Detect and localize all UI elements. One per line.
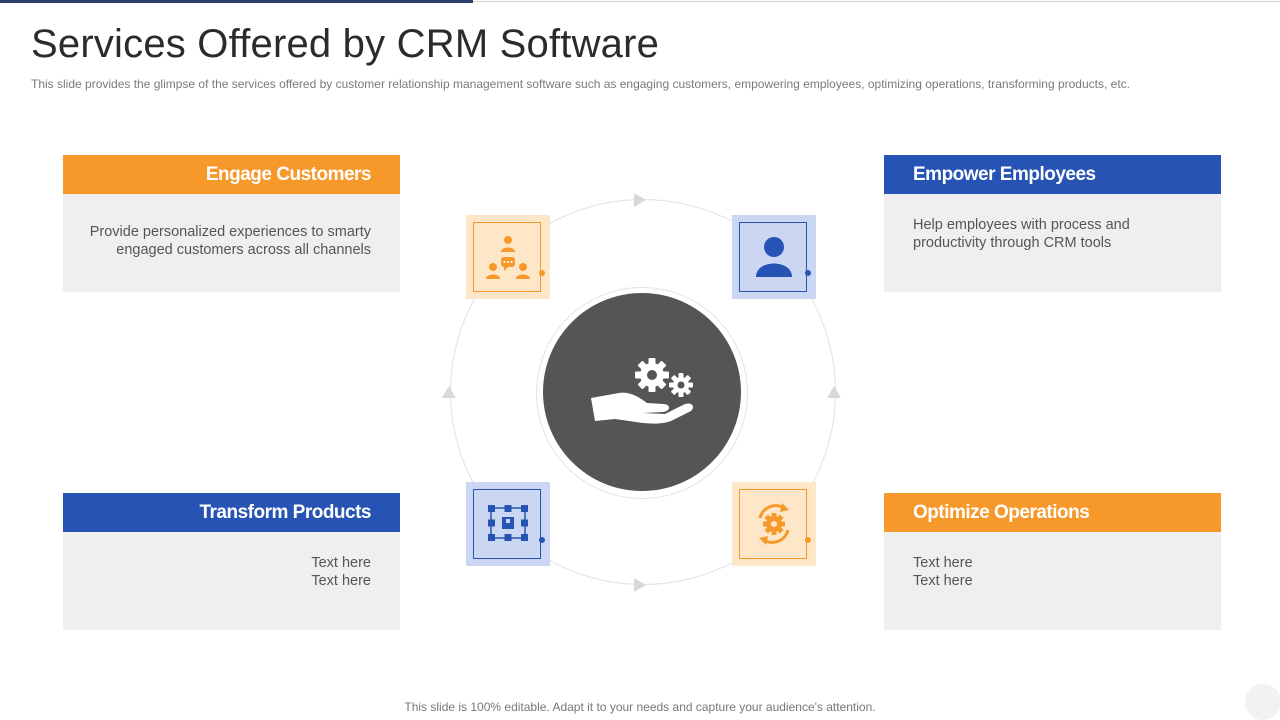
top-divider-line — [473, 1, 1280, 2]
optimize-operations-card: Text here Text here — [884, 532, 1221, 630]
corner-decoration — [1245, 684, 1280, 720]
connector-dot — [539, 537, 545, 543]
optimize-operations-text-line2: Text here — [913, 573, 973, 589]
transform-products-card: Text here Text here — [63, 532, 400, 630]
optimize-operations-text-line1: Text here — [913, 555, 973, 571]
empower-employees-tile — [732, 215, 816, 299]
connector-dot — [805, 537, 811, 543]
empower-employees-text-line2: productivity through CRM tools — [913, 235, 1112, 251]
cycle-arrow-top — [634, 193, 646, 207]
engage-customers-text-line1: Provide personalized experiences to smar… — [89, 224, 371, 240]
top-accent-line — [0, 0, 473, 3]
cycle-arrow-right — [827, 386, 841, 398]
transform-products-text-line2: Text here — [311, 573, 371, 589]
engage-customers-text-line2: engaged customers across all channels — [116, 242, 371, 258]
footer-note: This slide is 100% editable. Adapt it to… — [404, 700, 876, 714]
slide-title: Services Offered by CRM Software — [31, 22, 660, 66]
slide-subtitle: This slide provides the glimpse of the s… — [31, 77, 1130, 91]
transform-products-text-line1: Text here — [311, 555, 371, 571]
connector-dot — [539, 270, 545, 276]
gear-refresh-icon — [758, 503, 790, 545]
engage-customers-card: Provide personalized experiences to smar… — [63, 194, 400, 292]
optimize-operations-heading: Optimize Operations — [884, 493, 1221, 532]
empower-employees-card: Help employees with process and producti… — [884, 194, 1221, 292]
optimize-operations-tile — [732, 482, 816, 566]
connector-dot — [805, 270, 811, 276]
empower-employees-text-line1: Help employees with process and — [913, 217, 1130, 233]
cycle-arrow-bottom — [634, 578, 646, 592]
engage-customers-heading: Engage Customers — [63, 155, 400, 194]
product-box-icon — [488, 505, 528, 541]
empower-employees-heading: Empower Employees — [884, 155, 1221, 194]
hand-with-gears-icon — [543, 293, 741, 491]
user-icon — [756, 237, 792, 277]
people-chat-icon — [486, 236, 530, 279]
transform-products-heading: Transform Products — [63, 493, 400, 532]
transform-products-tile — [466, 482, 550, 566]
center-circle — [543, 293, 741, 491]
cycle-arrow-left — [442, 386, 456, 398]
engage-customers-tile — [466, 215, 550, 299]
